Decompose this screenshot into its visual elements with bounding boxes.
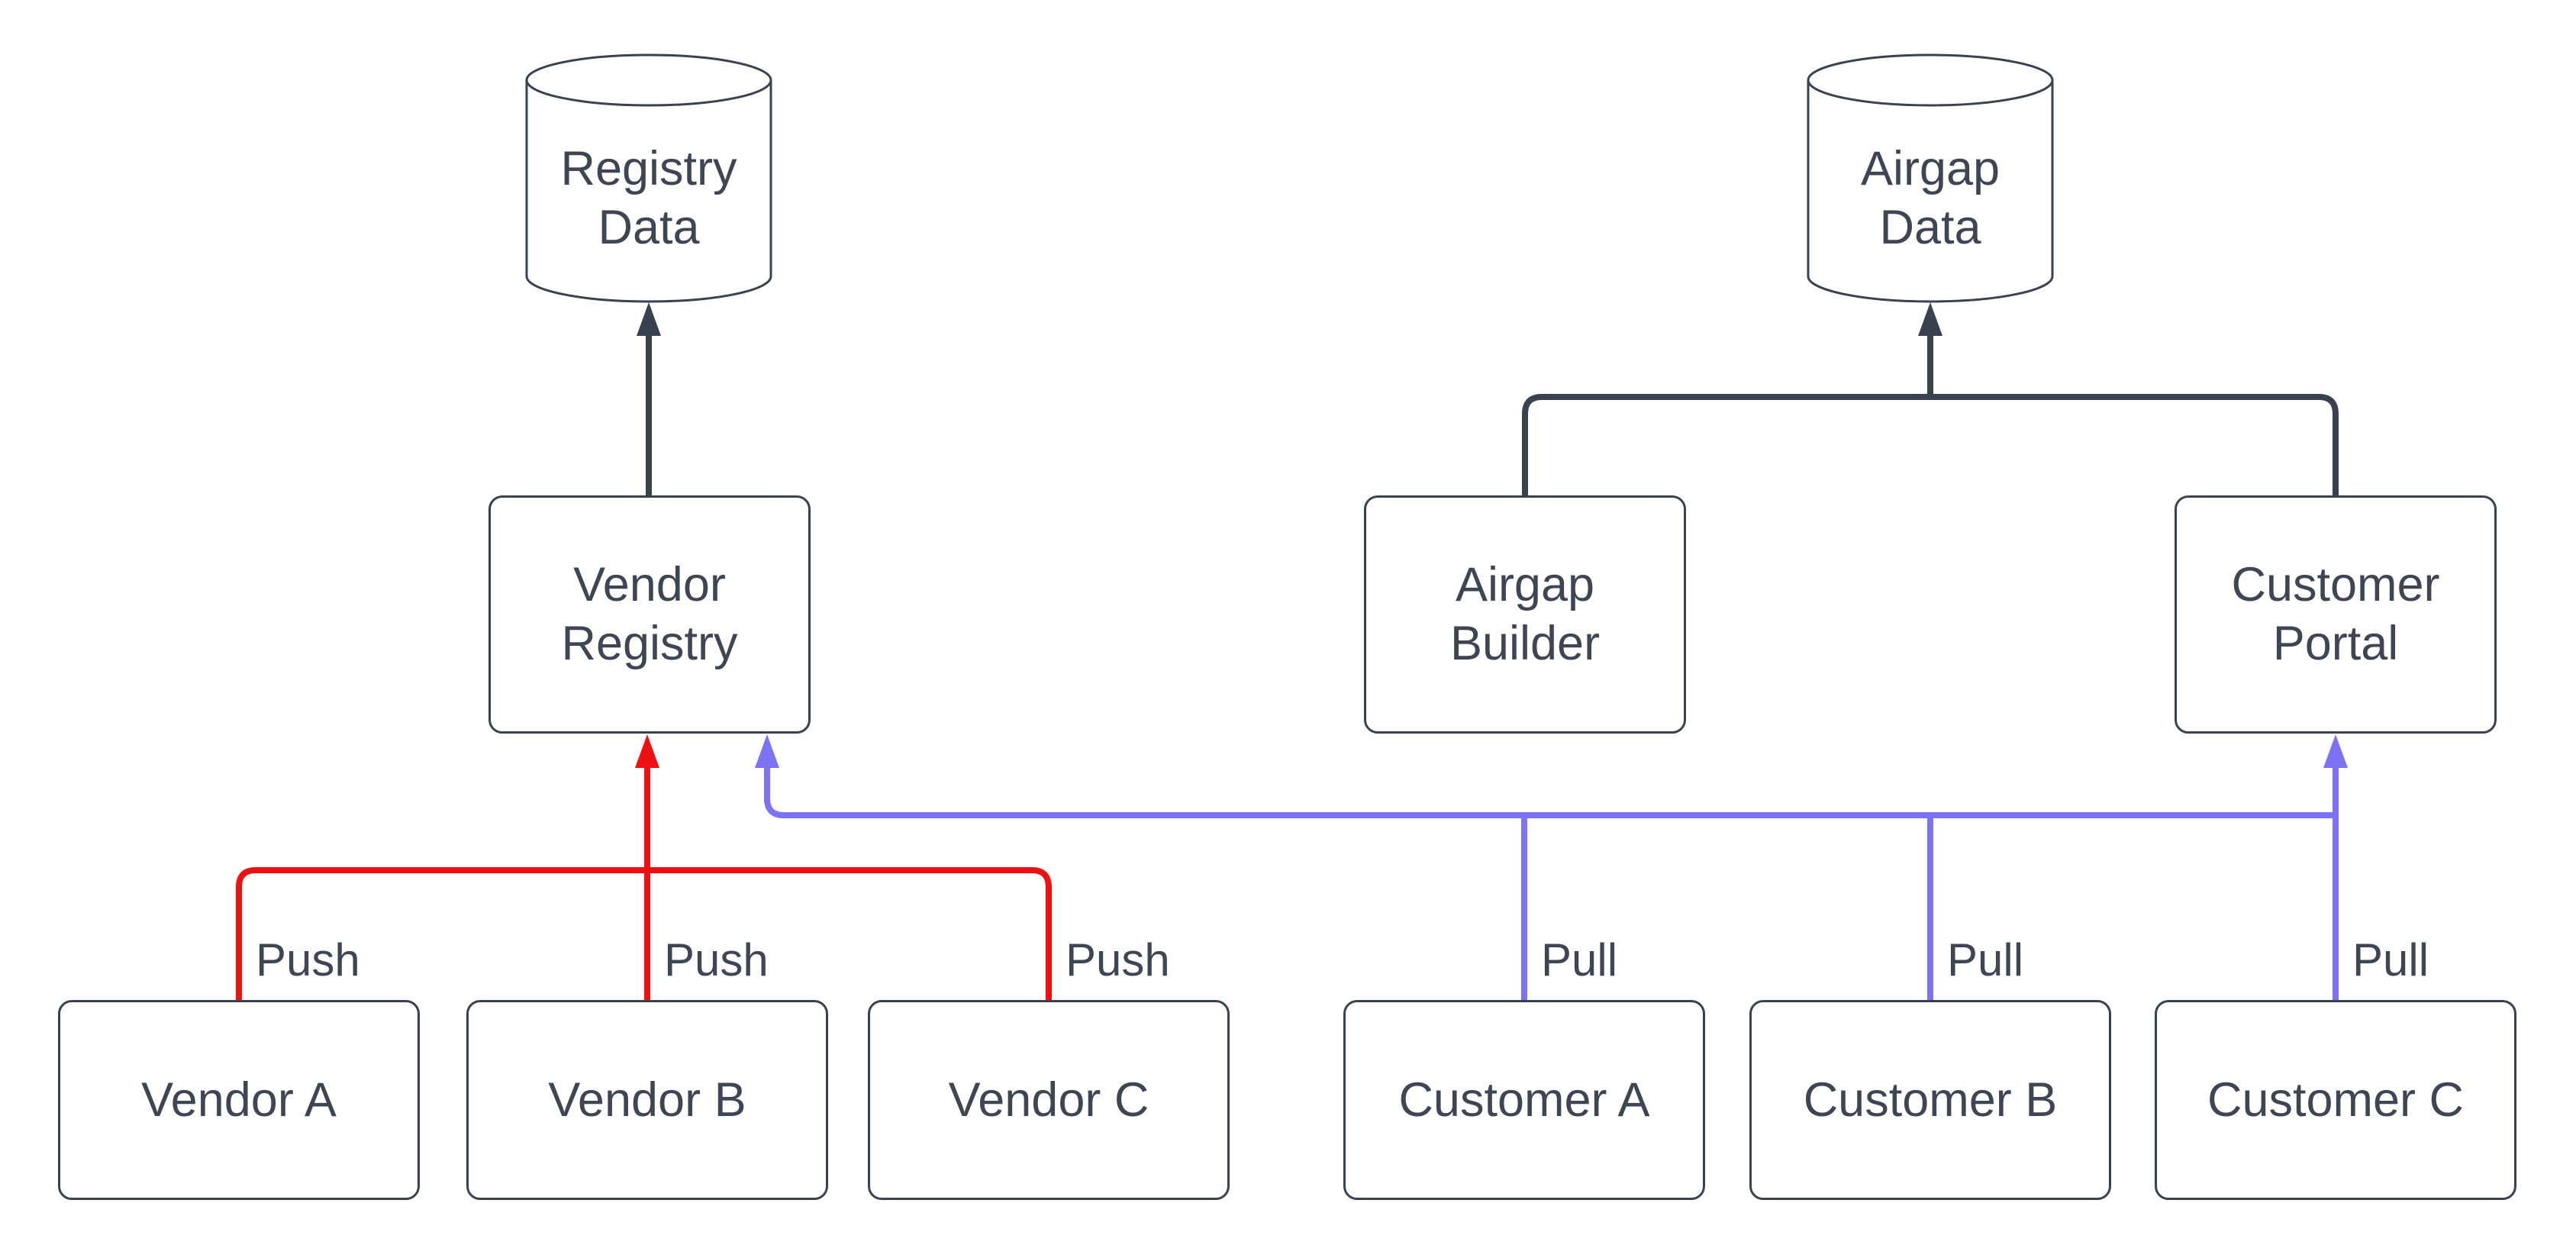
node-customer-b: Customer B: [1749, 1000, 2111, 1200]
node-vendor-a: Vendor A: [58, 1000, 420, 1200]
registry-data-cylinder-top: [525, 53, 772, 107]
datastore-registry-data-label: Registry Data: [560, 142, 737, 254]
registry-data-cylinder: [525, 80, 772, 303]
edge-customer-portal-to-airgap-data: [1930, 394, 2339, 495]
arrowhead-pull-customer-portal: [2323, 734, 2348, 768]
node-vendor-registry-label: Vendor Registry: [561, 558, 738, 670]
node-customer-a-label: Customer A: [1398, 1073, 1650, 1127]
edge-label-push-vendor-b: Push: [664, 934, 769, 985]
edge-airgap-builder-to-airgap-data: [1522, 394, 1930, 495]
node-vendor-c-label: Vendor C: [948, 1073, 1149, 1127]
node-airgap-builder-label: Airgap Builder: [1449, 558, 1601, 670]
edge-label-pull-customer-a: Pull: [1541, 934, 1618, 985]
node-airgap-builder: Airgap Builder: [1364, 495, 1686, 734]
node-vendor-c: Vendor C: [868, 1000, 1230, 1200]
airgap-data-cylinder-top: [1807, 53, 2054, 107]
node-vendor-registry: Vendor Registry: [488, 495, 811, 734]
edge-pull-trunk: [764, 765, 2336, 818]
arrowhead-push-vendor-registry: [635, 734, 659, 768]
node-customer-a: Customer A: [1343, 1000, 1705, 1200]
arrowhead-registry-data: [637, 302, 661, 336]
node-customer-portal: Customer Portal: [2175, 495, 2497, 734]
arrowhead-airgap-data: [1918, 302, 1942, 336]
edge-label-pull-customer-c: Pull: [2352, 934, 2429, 985]
node-vendor-b: Vendor B: [466, 1000, 828, 1200]
node-customer-b-label: Customer B: [1803, 1073, 2058, 1127]
edge-label-pull-customer-b: Pull: [1947, 934, 2024, 985]
edge-label-push-vendor-a: Push: [256, 934, 360, 985]
node-customer-c: Customer C: [2155, 1000, 2516, 1200]
datastore-airgap-data-label: Airgap Data: [1860, 142, 2001, 254]
arrowhead-pull-vendor-registry: [755, 734, 779, 768]
node-vendor-a-label: Vendor A: [141, 1073, 337, 1127]
airgap-data-cylinder: [1807, 80, 2054, 303]
node-customer-portal-label: Customer Portal: [2231, 558, 2440, 670]
node-customer-c-label: Customer C: [2207, 1073, 2465, 1127]
edge-label-push-vendor-c: Push: [1066, 934, 1170, 985]
edge-push-trunk: [236, 867, 1052, 1002]
node-vendor-b-label: Vendor B: [548, 1073, 746, 1127]
